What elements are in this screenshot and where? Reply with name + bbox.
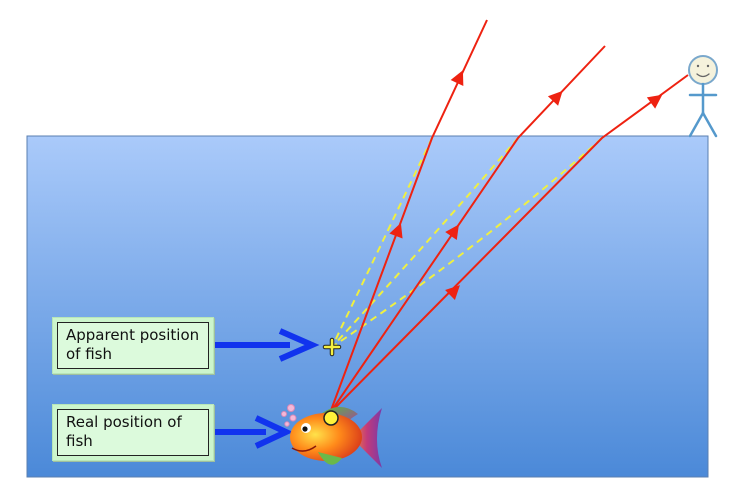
- virtual-ray-3: [331, 137, 603, 348]
- observer-icon: [688, 55, 718, 138]
- real-arrow: [212, 415, 294, 449]
- ray-1-arrow-low: [389, 222, 403, 239]
- virtual-ray-1: [331, 137, 433, 348]
- ray-3-arrow-low: [445, 285, 460, 300]
- apparent-position-label: Apparent position of fish: [52, 317, 214, 374]
- apparent-position-text: Apparent position of fish: [57, 322, 209, 369]
- ray-1: [329, 19, 488, 414]
- real-position-text: Real position of fish: [57, 409, 209, 456]
- ray-2-arrow-high: [547, 90, 563, 106]
- fish-icon: [290, 406, 382, 468]
- real-position-label: Real position of fish: [52, 404, 214, 461]
- ray-3-arrow-high: [646, 94, 663, 109]
- ray-arrowheads: [389, 70, 663, 300]
- ray-2-arrow-low: [445, 224, 459, 240]
- ray-1-arrow-high: [450, 70, 464, 86]
- apparent-arrow: [212, 328, 320, 362]
- virtual-ray-2: [331, 137, 519, 348]
- apparent-position-cross-icon: [322, 337, 342, 357]
- virtual-rays: [331, 137, 603, 348]
- bubbles-icon: [281, 404, 297, 427]
- ray-2: [329, 45, 606, 414]
